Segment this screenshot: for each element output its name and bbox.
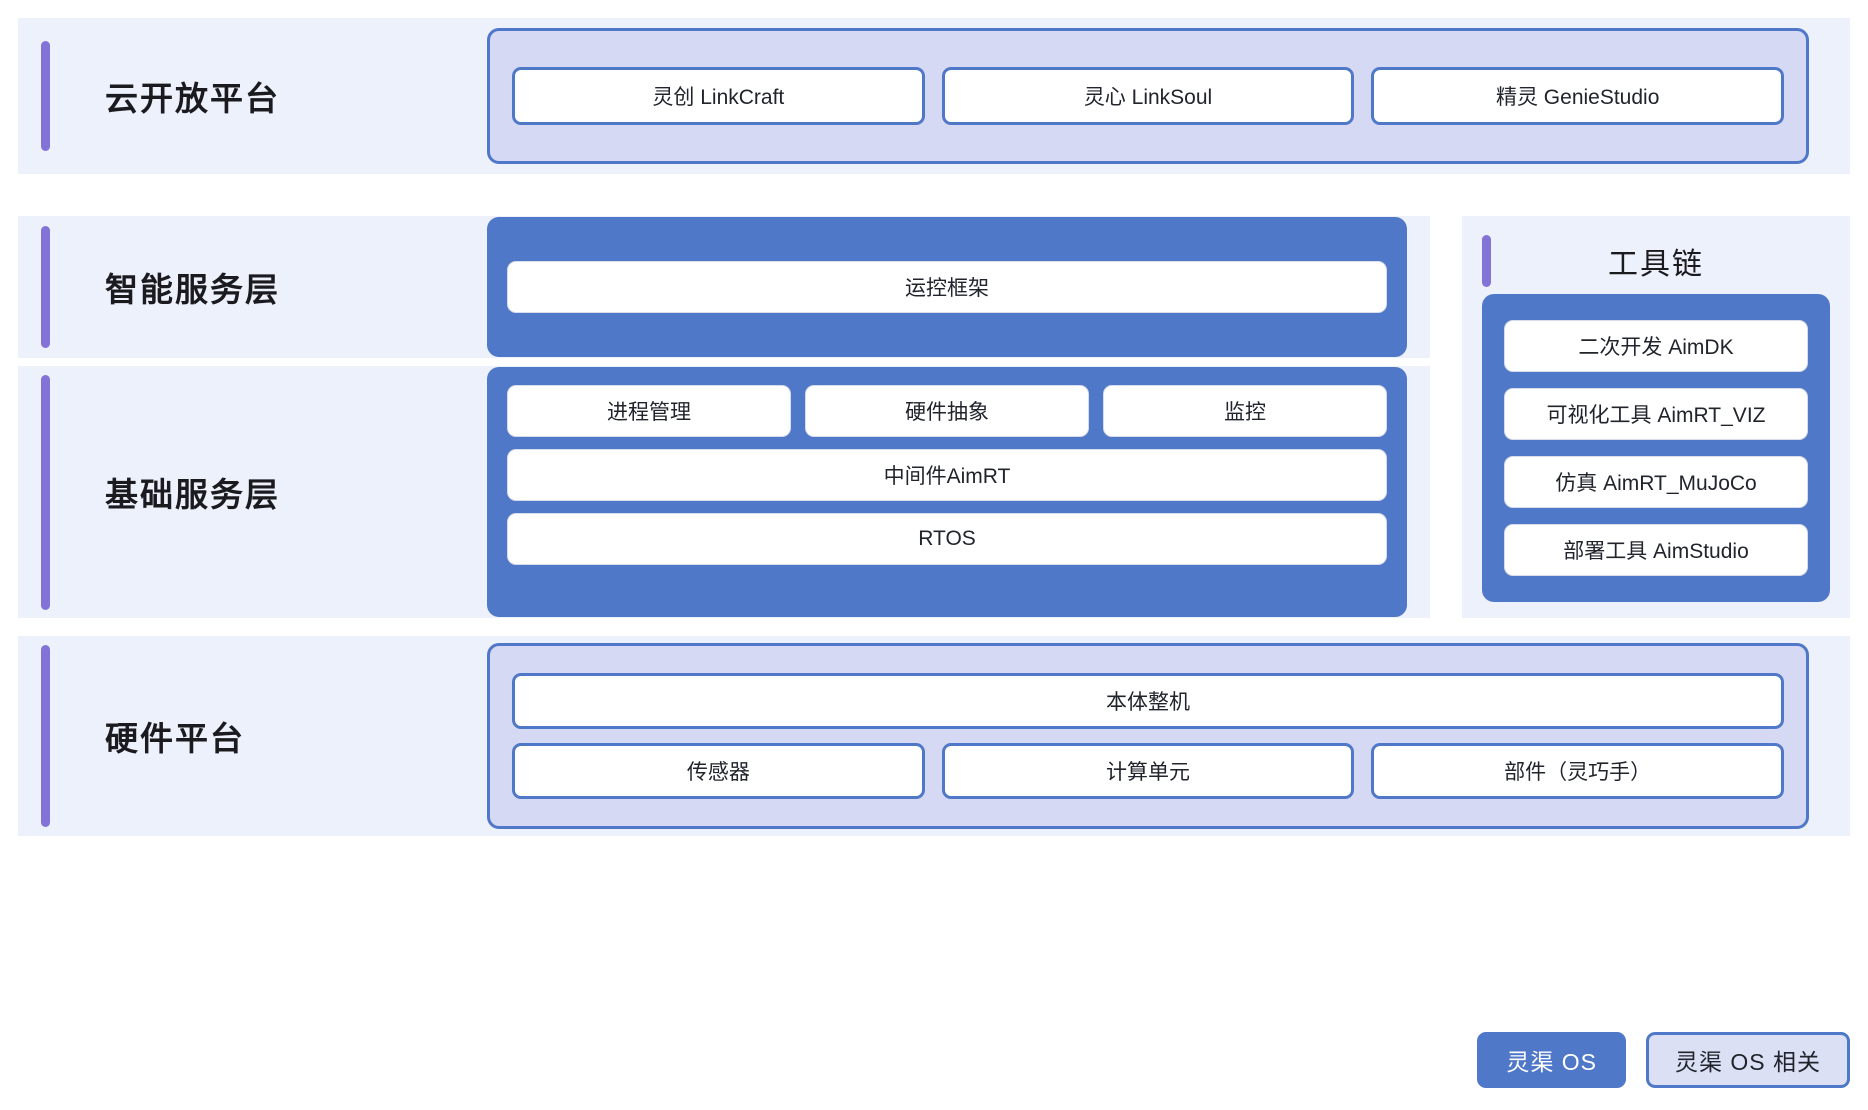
base-item-middleware-aimrt[interactable]: 中间件AimRT: [507, 449, 1387, 501]
row-service-title: 智能服务层: [105, 271, 280, 308]
accent-bar-icon: [1482, 235, 1491, 287]
row-cloud-platform: 云开放平台 灵创 LinkCraft 灵心 LinkSoul 精灵 GenieS…: [18, 18, 1850, 174]
base-item-monitoring[interactable]: 监控: [1103, 385, 1387, 437]
base-item-hardware-abstraction[interactable]: 硬件抽象: [805, 385, 1089, 437]
cloud-item-linkcraft[interactable]: 灵创 LinkCraft: [512, 67, 925, 125]
cloud-panel: 灵创 LinkCraft 灵心 LinkSoul 精灵 GenieStudio: [487, 28, 1809, 164]
toolchain-item-aimrt-mujoco[interactable]: 仿真 AimRT_MuJoCo: [1504, 456, 1808, 508]
toolchain-title: 工具链: [1608, 248, 1704, 281]
hardware-item-compute-unit[interactable]: 计算单元: [941, 743, 1355, 799]
service-item-motion-control-framework[interactable]: 运控框架: [507, 261, 1387, 313]
accent-bar-icon: [41, 374, 50, 610]
hardware-item-component-dexterous-hand[interactable]: 部件（灵巧手）: [1371, 743, 1785, 799]
toolchain-header: 工具链: [1482, 228, 1830, 294]
toolchain-panel: 二次开发 AimDK 可视化工具 AimRT_VIZ 仿真 AimRT_MuJo…: [1482, 294, 1830, 602]
base-top-row: 进程管理 硬件抽象 监控: [507, 385, 1387, 437]
row-base-title: 基础服务层: [105, 476, 280, 513]
hardware-item-row: 传感器 计算单元 部件（灵巧手）: [512, 743, 1785, 799]
toolchain-item-aimdk[interactable]: 二次开发 AimDK: [1504, 320, 1808, 372]
row-service-label-group: 智能服务层: [18, 226, 487, 348]
service-panel: 运控框架: [487, 217, 1407, 357]
cloud-item-linksoul[interactable]: 灵心 LinkSoul: [941, 67, 1355, 125]
cloud-item-geniestudio[interactable]: 精灵 GenieStudio: [1371, 67, 1785, 125]
accent-bar-icon: [41, 41, 50, 151]
toolchain-item-aimrt-viz[interactable]: 可视化工具 AimRT_VIZ: [1504, 388, 1808, 440]
row-hardware-title: 硬件平台: [105, 720, 245, 757]
row-hardware-label-group: 硬件平台: [18, 645, 487, 827]
hardware-panel: 本体整机 传感器 计算单元 部件（灵巧手）: [487, 643, 1809, 829]
legend-chip-lingqu-os-related[interactable]: 灵渠 OS 相关: [1645, 1032, 1850, 1088]
row-intelligent-service: 智能服务层 运控框架: [18, 216, 1430, 358]
cloud-item-row: 灵创 LinkCraft 灵心 LinkSoul 精灵 GenieStudio: [512, 67, 1785, 125]
hardware-item-sensor[interactable]: 传感器: [512, 743, 925, 799]
row-base-label-group: 基础服务层: [18, 374, 487, 610]
accent-bar-icon: [41, 645, 50, 827]
base-item-rtos[interactable]: RTOS: [507, 513, 1387, 565]
legend: 灵渠 OS 灵渠 OS 相关: [1477, 1032, 1850, 1088]
toolchain-section: 工具链 二次开发 AimDK 可视化工具 AimRT_VIZ 仿真 AimRT_…: [1462, 216, 1850, 618]
row-cloud-title: 云开放平台: [105, 80, 280, 117]
row-base-service: 基础服务层 进程管理 硬件抽象 监控 中间件AimRT RTOS: [18, 366, 1430, 618]
base-item-process-management[interactable]: 进程管理: [507, 385, 791, 437]
base-panel: 进程管理 硬件抽象 监控 中间件AimRT RTOS: [487, 367, 1407, 617]
accent-bar-icon: [41, 226, 50, 348]
toolchain-item-aimstudio[interactable]: 部署工具 AimStudio: [1504, 524, 1808, 576]
hardware-item-main-body[interactable]: 本体整机: [512, 673, 1784, 729]
legend-chip-lingqu-os[interactable]: 灵渠 OS: [1477, 1032, 1626, 1088]
row-cloud-label-group: 云开放平台: [18, 41, 487, 151]
row-hardware-platform: 硬件平台 本体整机 传感器 计算单元 部件（灵巧手）: [18, 636, 1850, 836]
